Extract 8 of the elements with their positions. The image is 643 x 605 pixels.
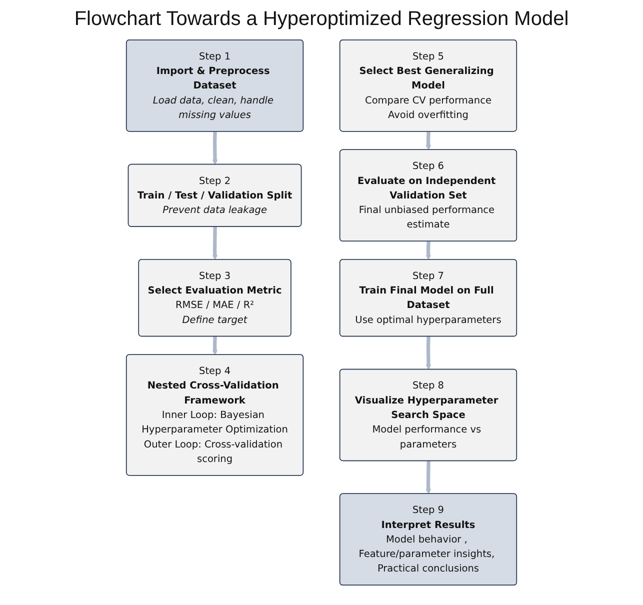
- arrow: [426, 336, 432, 370]
- arrow: [212, 226, 218, 260]
- arrow: [212, 336, 218, 356]
- arrow: [426, 241, 432, 260]
- arrow: [426, 460, 432, 494]
- arrow: [212, 132, 218, 165]
- diagram-title: Flowchart Towards a Hyperoptimized Regression Model: [73, 8, 570, 31]
- arrow: [426, 132, 432, 150]
